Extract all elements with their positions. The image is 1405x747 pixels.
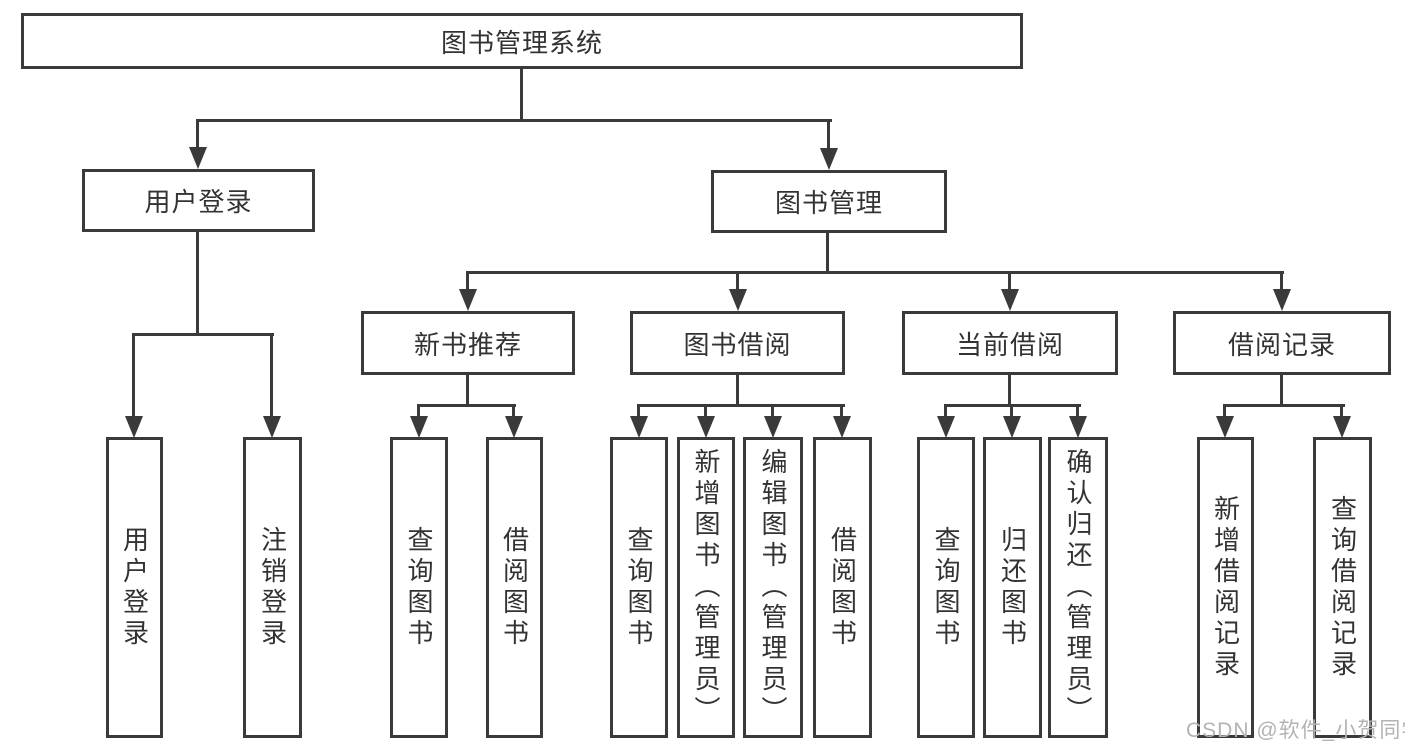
arrow-down-icon — [1001, 289, 1019, 311]
arrow-down-icon — [263, 416, 281, 438]
node-borrowing-records: 借阅记录 — [1173, 311, 1391, 375]
connector-line — [704, 404, 707, 419]
connector-line — [840, 404, 843, 419]
leaf-borrowing-borrow-books-label: 借阅图书 — [827, 525, 858, 650]
leaf-borrowing-borrow-books: 借阅图书 — [813, 437, 872, 738]
leaf-records-query-record: 查询借阅记录 — [1313, 437, 1372, 738]
leaf-borrowing-add-books-admin-label: 新增图书（管理员） — [691, 448, 721, 727]
leaf-borrowing-query-books-label: 查询图书 — [624, 525, 654, 650]
arrow-down-icon — [937, 416, 955, 438]
connector-line — [736, 271, 739, 293]
leaf-recommend-query-books: 查询图书 — [390, 437, 448, 738]
arrow-down-icon — [1333, 416, 1351, 438]
connector-line — [944, 404, 947, 419]
arrow-down-icon — [459, 289, 477, 311]
node-user-login: 用户登录 — [82, 169, 315, 232]
leaf-logout: 注销登录 — [243, 437, 302, 738]
node-new-book-recommendation-label: 新书推荐 — [413, 329, 522, 360]
connector-line — [827, 119, 830, 150]
csdn-watermark: CSDN @软件_小贺同学 — [1186, 719, 1405, 742]
arrow-down-icon — [1216, 416, 1234, 438]
connector-line — [466, 271, 1284, 274]
arrow-down-icon — [833, 416, 851, 438]
connector-line — [1223, 404, 1345, 407]
leaf-records-query-record-label: 查询借阅记录 — [1327, 494, 1358, 681]
connector-line — [466, 375, 469, 407]
leaf-records-add-record: 新增借阅记录 — [1197, 437, 1254, 738]
connector-line — [771, 404, 774, 419]
node-book-management: 图书管理 — [711, 170, 947, 233]
leaf-current-confirm-return-admin-label: 确认归还（管理员） — [1063, 448, 1093, 727]
arrow-down-icon — [1003, 416, 1021, 438]
connector-line — [196, 232, 199, 336]
node-root: 图书管理系统 — [21, 13, 1023, 69]
leaf-records-add-record-label: 新增借阅记录 — [1210, 494, 1241, 681]
connector-line — [196, 119, 832, 122]
arrow-down-icon — [125, 416, 143, 438]
leaf-borrowing-edit-books-admin: 编辑图书（管理员） — [743, 437, 803, 738]
connector-line — [1008, 271, 1011, 293]
node-current-borrowing: 当前借阅 — [902, 311, 1118, 375]
node-root-label: 图书管理系统 — [440, 27, 603, 58]
node-borrowing-records-label: 借阅记录 — [1227, 329, 1336, 360]
arrow-down-icon — [1069, 416, 1087, 438]
node-book-management-label: 图书管理 — [774, 188, 883, 218]
leaf-recommend-borrow-books-label: 借阅图书 — [499, 525, 530, 650]
connector-line — [1340, 404, 1343, 419]
connector-line — [1076, 404, 1079, 419]
connector-line — [417, 404, 516, 407]
arrow-down-icon — [820, 148, 838, 170]
connector-line — [196, 119, 199, 150]
connector-line — [417, 404, 420, 419]
leaf-user-login: 用户登录 — [106, 437, 163, 738]
node-user-login-label: 用户登录 — [144, 187, 253, 217]
connector-line — [132, 333, 274, 336]
leaf-borrowing-query-books: 查询图书 — [610, 437, 668, 738]
arrow-down-icon — [1273, 289, 1291, 311]
arrow-down-icon — [410, 416, 428, 438]
node-new-book-recommendation: 新书推荐 — [361, 311, 575, 375]
leaf-current-return-books: 归还图书 — [983, 437, 1042, 738]
connector-line — [1008, 375, 1011, 407]
connector-line — [736, 375, 739, 407]
connector-line — [1280, 271, 1283, 293]
connector-line — [512, 404, 515, 419]
leaf-current-query-books-label: 查询图书 — [931, 525, 961, 650]
connector-line — [520, 69, 523, 121]
arrow-down-icon — [189, 147, 207, 169]
connector-line — [132, 333, 135, 418]
leaf-borrowing-add-books-admin: 新增图书（管理员） — [677, 437, 735, 738]
node-book-borrowing: 图书借阅 — [630, 311, 845, 375]
leaf-borrowing-edit-books-admin-label: 编辑图书（管理员） — [758, 448, 788, 727]
connector-line — [1010, 404, 1013, 419]
leaf-current-confirm-return-admin: 确认归还（管理员） — [1048, 437, 1108, 738]
node-current-borrowing-label: 当前借阅 — [955, 329, 1064, 360]
leaf-current-query-books: 查询图书 — [917, 437, 975, 738]
connector-line — [466, 271, 469, 293]
connector-line — [637, 404, 640, 419]
node-book-borrowing-label: 图书借阅 — [683, 329, 792, 360]
leaf-logout-label: 注销登录 — [257, 525, 288, 650]
connector-line — [270, 333, 273, 418]
arrow-down-icon — [505, 416, 523, 438]
leaf-recommend-query-books-label: 查询图书 — [404, 525, 434, 650]
arrow-down-icon — [630, 416, 648, 438]
arrow-down-icon — [697, 416, 715, 438]
leaf-recommend-borrow-books: 借阅图书 — [486, 437, 543, 738]
leaf-user-login-label: 用户登录 — [119, 525, 150, 650]
arrow-down-icon — [729, 289, 747, 311]
connector-line — [1223, 404, 1226, 419]
arrow-down-icon — [764, 416, 782, 438]
connector-line — [1280, 375, 1283, 407]
connector-line — [637, 404, 845, 407]
leaf-current-return-books-label: 归还图书 — [997, 525, 1028, 650]
connector-line — [826, 233, 829, 273]
